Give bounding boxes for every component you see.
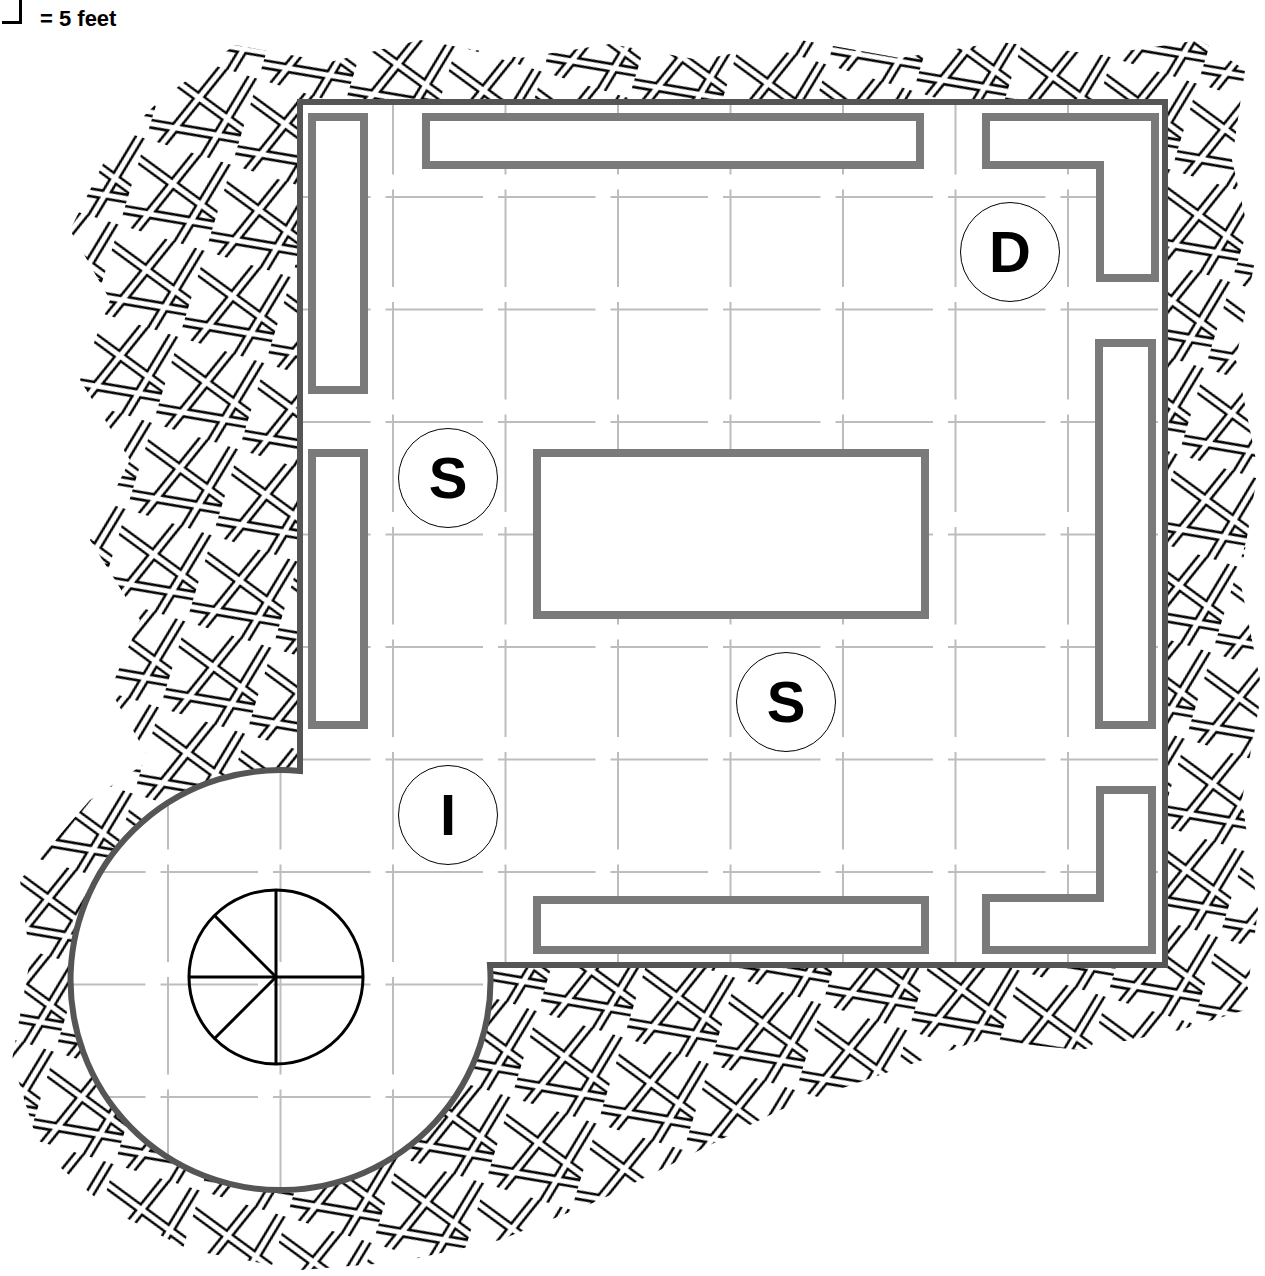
token-marker: D — [960, 202, 1060, 302]
token-marker: S — [398, 428, 498, 528]
floor-grid — [48, 77, 1265, 1276]
token-marker: S — [736, 652, 836, 752]
grid-line — [48, 646, 1265, 648]
grid-line — [55, 77, 57, 1276]
grid-line — [48, 309, 1265, 311]
grid-line — [48, 84, 1265, 86]
room-wall — [71, 102, 1165, 1190]
token-letter: S — [767, 673, 806, 731]
grid-line — [48, 984, 1265, 986]
grid-line — [48, 1209, 1265, 1211]
grid-line — [617, 77, 619, 1276]
grid-line — [842, 77, 844, 1276]
scale-label: = 5 feet — [40, 8, 116, 30]
grid-line — [955, 77, 957, 1276]
grid-line — [48, 871, 1265, 873]
grid-line — [1067, 77, 1069, 1276]
token-marker: I — [398, 765, 498, 865]
token-letter: D — [989, 223, 1031, 281]
grid-line — [48, 421, 1265, 423]
rock-surround — [12, 40, 1262, 1270]
scale-square — [2, 0, 22, 24]
grid-line — [505, 77, 507, 1276]
wheel-symbol — [189, 890, 363, 1064]
grid-line — [48, 196, 1265, 198]
grid-line — [48, 1096, 1265, 1098]
wall-blocks — [312, 117, 1155, 950]
grid-line — [730, 77, 732, 1276]
grid-line — [48, 759, 1265, 761]
grid-line — [1180, 77, 1182, 1276]
token-letter: I — [440, 786, 456, 844]
token-letter: S — [429, 449, 468, 507]
